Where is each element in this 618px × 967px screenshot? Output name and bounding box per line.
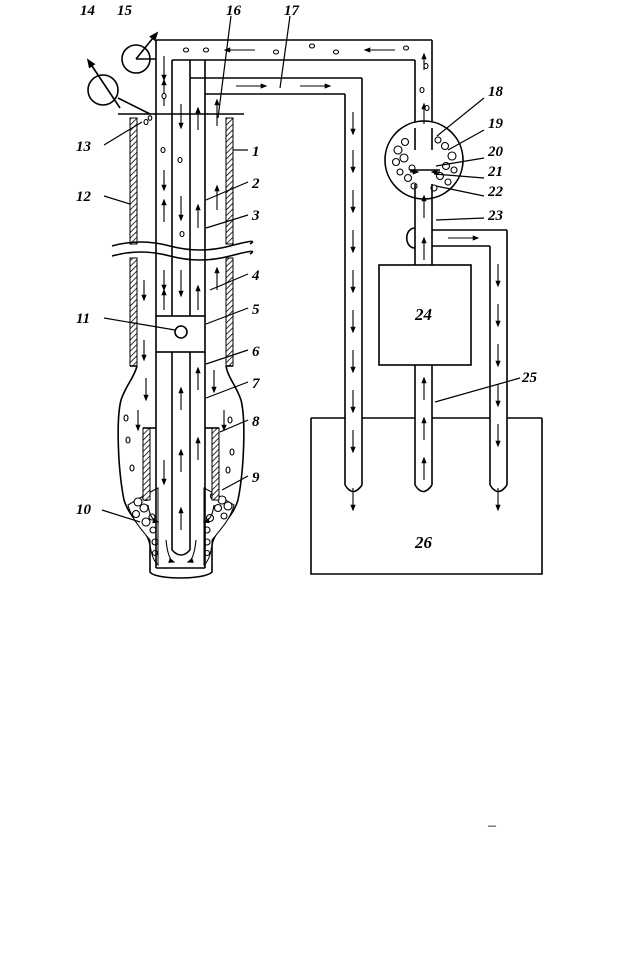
label-14: 14 <box>80 3 96 19</box>
label-1: 1 <box>252 144 260 160</box>
label-11: 11 <box>76 311 90 327</box>
label-4: 4 <box>251 268 260 284</box>
label-7: 7 <box>252 376 260 392</box>
label-16: 16 <box>226 3 242 19</box>
label-25: 25 <box>521 370 538 386</box>
gauge-15 <box>122 33 157 73</box>
label-10: 10 <box>76 502 92 518</box>
label-24: 24 <box>414 305 432 324</box>
label-2: 2 <box>251 176 260 192</box>
label-9: 9 <box>252 470 260 486</box>
label-5: 5 <box>252 302 260 318</box>
label-26: 26 <box>414 533 433 552</box>
label-23: 23 <box>487 208 504 224</box>
label-17: 17 <box>284 3 300 19</box>
packer-block <box>156 316 205 352</box>
label-22: 22 <box>487 184 504 200</box>
separator <box>385 121 463 199</box>
footer-mark: – <box>487 817 497 834</box>
return-line-top <box>156 40 432 128</box>
label-19: 19 <box>488 116 504 132</box>
label-6: 6 <box>252 344 260 360</box>
label-18: 18 <box>488 84 504 100</box>
label-20: 20 <box>487 144 504 160</box>
label-15: 15 <box>117 3 133 19</box>
label-21: 21 <box>487 164 503 180</box>
label-13: 13 <box>76 139 92 155</box>
inner-pipe <box>172 60 190 555</box>
label-3: 3 <box>251 208 260 224</box>
gas-bubbles <box>144 44 429 237</box>
label-8: 8 <box>252 414 260 430</box>
label-12: 12 <box>76 189 92 205</box>
